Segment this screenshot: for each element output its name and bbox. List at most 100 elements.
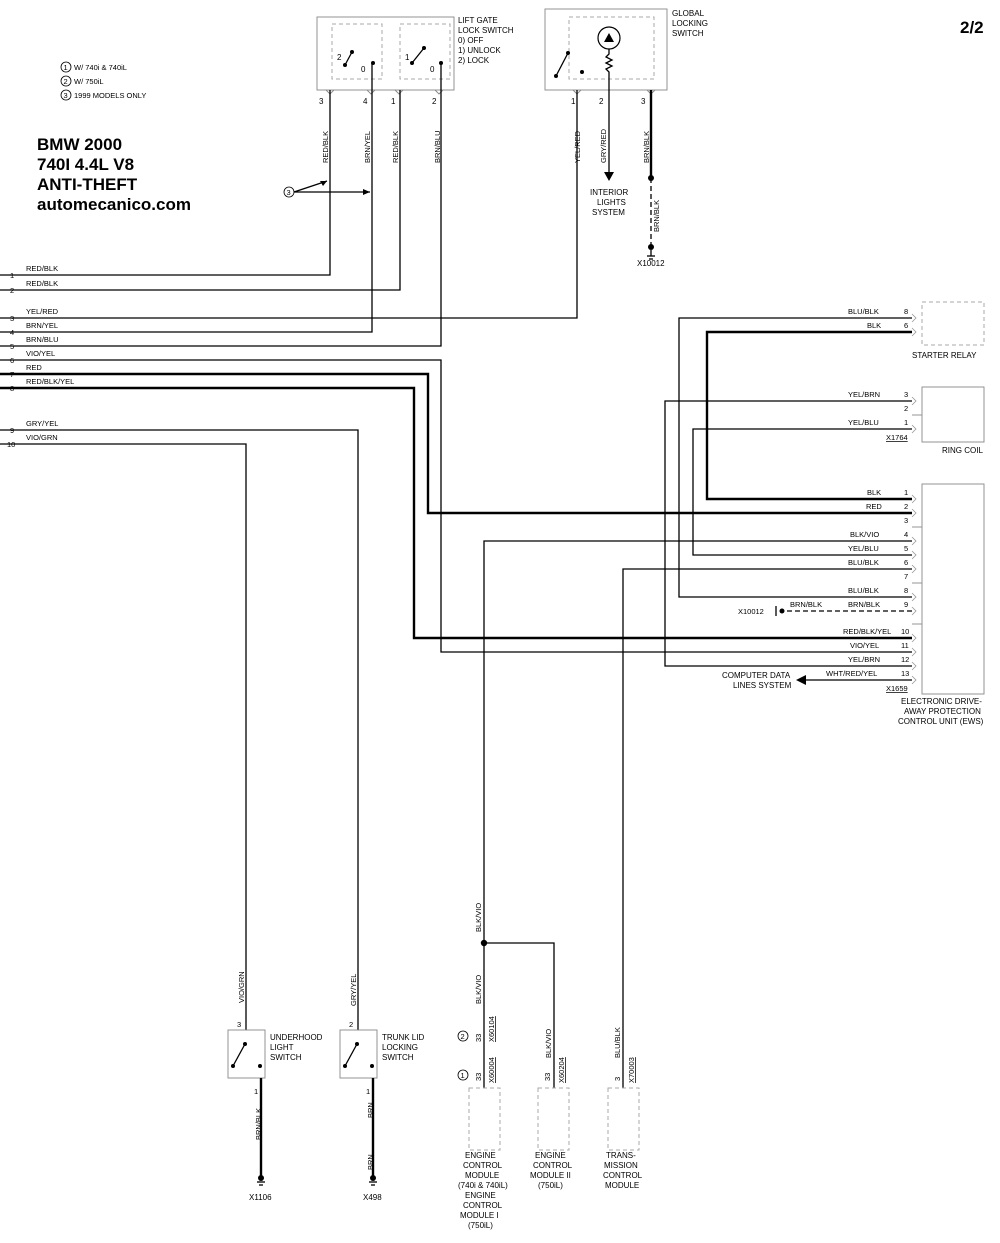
title-line-2: 740I 4.4L V8 [37, 155, 134, 174]
svg-text:RED: RED [866, 502, 882, 511]
svg-text:W/ 750iL: W/ 750iL [74, 77, 104, 86]
svg-text:3: 3 [10, 314, 14, 323]
svg-text:LOCK SWITCH: LOCK SWITCH [458, 26, 514, 35]
svg-text:33: 33 [474, 1073, 483, 1081]
svg-text:(740i & 740iL): (740i & 740iL) [458, 1181, 508, 1190]
svg-text:SYSTEM: SYSTEM [592, 208, 625, 217]
svg-text:4: 4 [10, 328, 14, 337]
svg-text:33: 33 [543, 1073, 552, 1081]
svg-text:2: 2 [599, 97, 604, 106]
svg-text:X10012: X10012 [637, 259, 665, 268]
svg-text:ELECTRONIC DRIVE-: ELECTRONIC DRIVE- [901, 697, 982, 706]
svg-text:3: 3 [237, 1020, 241, 1029]
trunk-lid-locking-switch: 2 1 GRY/YEL BRN BRN TRUNK LID LOCKING SW… [339, 974, 424, 1202]
svg-text:BRN/BLK: BRN/BLK [848, 600, 880, 609]
svg-text:X498: X498 [363, 1193, 382, 1202]
svg-text:7: 7 [904, 572, 908, 581]
svg-text:BRN/YEL: BRN/YEL [363, 131, 372, 163]
svg-text:(750iL): (750iL) [538, 1181, 563, 1190]
svg-text:YEL/BRN: YEL/BRN [848, 390, 880, 399]
svg-text:VIO/GRN: VIO/GRN [26, 433, 58, 442]
global-locking-switch: GLOBAL LOCKING SWITCH 1 2 3 YEL/RED GRY/… [544, 8, 708, 268]
svg-text:VIO/GRN: VIO/GRN [237, 971, 246, 1003]
svg-text:RED/BLK: RED/BLK [26, 279, 58, 288]
svg-text:RED/BLK/YEL: RED/BLK/YEL [26, 377, 74, 386]
svg-text:BLK/VIO: BLK/VIO [474, 975, 483, 1004]
legend: 1 W/ 740i & 740iL 2 W/ 750iL 3 1999 MODE… [60, 61, 146, 101]
svg-text:RED: RED [26, 363, 42, 372]
svg-text:CONTROL: CONTROL [463, 1161, 503, 1170]
svg-text:1: 1 [366, 1087, 370, 1096]
svg-text:RED/BLK: RED/BLK [321, 131, 330, 163]
svg-text:GRY/YEL: GRY/YEL [26, 419, 58, 428]
svg-text:2: 2 [432, 97, 437, 106]
svg-text:SWITCH: SWITCH [270, 1053, 302, 1062]
svg-text:1: 1 [405, 53, 410, 62]
svg-text:LOCKING: LOCKING [672, 19, 708, 28]
svg-text:VIO/YEL: VIO/YEL [850, 641, 879, 650]
left-wiring [0, 359, 912, 1030]
svg-text:MODULE: MODULE [465, 1171, 499, 1180]
svg-text:MODULE I: MODULE I [460, 1211, 499, 1220]
svg-text:RED/BLK: RED/BLK [391, 131, 400, 163]
svg-text:YEL/RED: YEL/RED [26, 307, 59, 316]
svg-text:9: 9 [904, 600, 908, 609]
svg-text:0: 0 [361, 65, 366, 74]
svg-text:4: 4 [363, 97, 368, 106]
lift-gate-lock-switch: 2 0 1 0 LIFT GATE LOCK SWITCH 0) OFF 1) … [283, 16, 514, 198]
svg-text:TRANS-: TRANS- [606, 1151, 636, 1160]
svg-text:RED/BLK: RED/BLK [26, 264, 58, 273]
svg-text:COMPUTER DATA: COMPUTER DATA [722, 671, 791, 680]
svg-text:ENGINE: ENGINE [465, 1151, 496, 1160]
svg-text:RING COIL: RING COIL [942, 446, 983, 455]
svg-text:BRN/BLK: BRN/BLK [642, 131, 651, 163]
svg-text:X60104: X60104 [487, 1016, 496, 1042]
svg-text:1: 1 [461, 1071, 465, 1080]
svg-text:SWITCH: SWITCH [672, 29, 704, 38]
svg-text:ENGINE: ENGINE [535, 1151, 566, 1160]
svg-text:RED/BLK/YEL: RED/BLK/YEL [843, 627, 891, 636]
svg-text:LIFT GATE: LIFT GATE [458, 16, 498, 25]
svg-text:CONTROL UNIT (EWS): CONTROL UNIT (EWS) [898, 717, 984, 726]
svg-text:4: 4 [904, 530, 908, 539]
ews-pin-ticks [911, 313, 917, 685]
svg-text:BLK/VIO: BLK/VIO [850, 530, 879, 539]
svg-text:BLU/BLK: BLU/BLK [848, 558, 879, 567]
svg-text:GRY/YEL: GRY/YEL [349, 974, 358, 1006]
svg-text:BRN: BRN [366, 1154, 375, 1170]
module-wiring: BLK/VIO [474, 540, 912, 1088]
svg-text:UNDERHOOD: UNDERHOOD [270, 1033, 323, 1042]
ring-coil: RING COIL X1764 YEL/BRN 3 2 YEL/BLU 1 [664, 386, 985, 667]
svg-text:X60204: X60204 [557, 1057, 566, 1083]
svg-text:2: 2 [349, 1020, 353, 1029]
title-line-3: ANTI-THEFT [37, 175, 138, 194]
svg-text:2: 2 [64, 77, 68, 86]
svg-text:BLK: BLK [867, 321, 881, 330]
transmission-control-module: BLU/BLK 3 X70003 TRANS- MISSION CONTROL … [603, 1027, 643, 1190]
svg-text:2: 2 [904, 502, 908, 511]
svg-text:1: 1 [904, 418, 908, 427]
svg-text:1999 MODELS ONLY: 1999 MODELS ONLY [74, 91, 146, 100]
top-wiring [0, 64, 655, 347]
pin-ticks [325, 89, 656, 95]
svg-text:0) OFF: 0) OFF [458, 36, 483, 45]
svg-text:3: 3 [904, 516, 908, 525]
svg-text:YEL/BLU: YEL/BLU [848, 418, 879, 427]
svg-text:2) LOCK: 2) LOCK [458, 56, 490, 65]
svg-text:W/ 740i & 740iL: W/ 740i & 740iL [74, 63, 127, 72]
svg-text:1: 1 [904, 488, 908, 497]
svg-text:LINES SYSTEM: LINES SYSTEM [733, 681, 792, 690]
svg-text:AWAY PROTECTION: AWAY PROTECTION [904, 707, 981, 716]
svg-text:0: 0 [430, 65, 435, 74]
svg-text:3: 3 [904, 390, 908, 399]
svg-text:CONTROL: CONTROL [533, 1161, 573, 1170]
svg-text:10: 10 [901, 627, 909, 636]
svg-text:13: 13 [901, 669, 909, 678]
svg-text:STARTER RELAY: STARTER RELAY [912, 351, 977, 360]
svg-text:MODULE II: MODULE II [530, 1171, 571, 1180]
svg-text:BLK: BLK [867, 488, 881, 497]
svg-text:BRN/YEL: BRN/YEL [26, 321, 58, 330]
svg-text:5: 5 [904, 544, 908, 553]
svg-text:X60004: X60004 [487, 1057, 496, 1083]
svg-text:X1659: X1659 [886, 684, 908, 693]
